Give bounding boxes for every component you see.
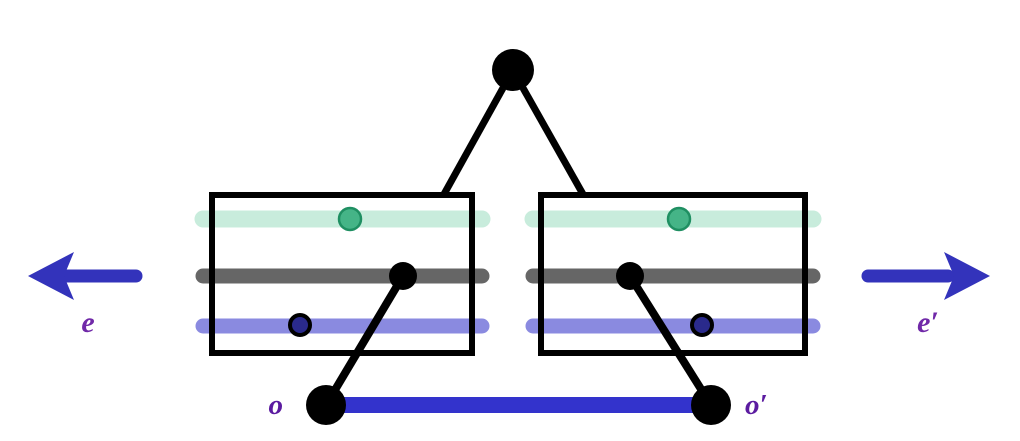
observer-left-node[interactable]: [306, 385, 346, 425]
left-worldline: [322, 273, 407, 408]
arrow-left-head: [28, 252, 74, 300]
observer-right-label: o′: [745, 389, 768, 421]
apex-node[interactable]: [492, 49, 534, 91]
left-black-marker[interactable]: [389, 262, 417, 290]
right-black-marker[interactable]: [616, 262, 644, 290]
observer-right-node[interactable]: [691, 385, 731, 425]
apex-leg-right-line: [519, 86, 588, 198]
right-green-marker[interactable]: [666, 206, 692, 232]
observer-left-label: o: [269, 389, 284, 421]
left-region-group: [194, 192, 491, 408]
arrow-left-label: e: [81, 306, 94, 339]
right-navy-marker[interactable]: [690, 313, 714, 337]
left-navy-marker[interactable]: [288, 313, 312, 337]
arrow-right-label: e′: [917, 306, 939, 339]
arrow-right-icon: [861, 252, 990, 300]
right-worldline: [626, 273, 715, 408]
right-region-box[interactable]: [538, 192, 808, 356]
arrow-left-icon: [28, 252, 143, 300]
apex-leg-left-line: [439, 86, 507, 198]
arrow-right-head: [944, 252, 990, 300]
left-green-marker[interactable]: [337, 206, 363, 232]
left-region-box[interactable]: [209, 192, 475, 356]
right-region-group: [524, 192, 822, 408]
